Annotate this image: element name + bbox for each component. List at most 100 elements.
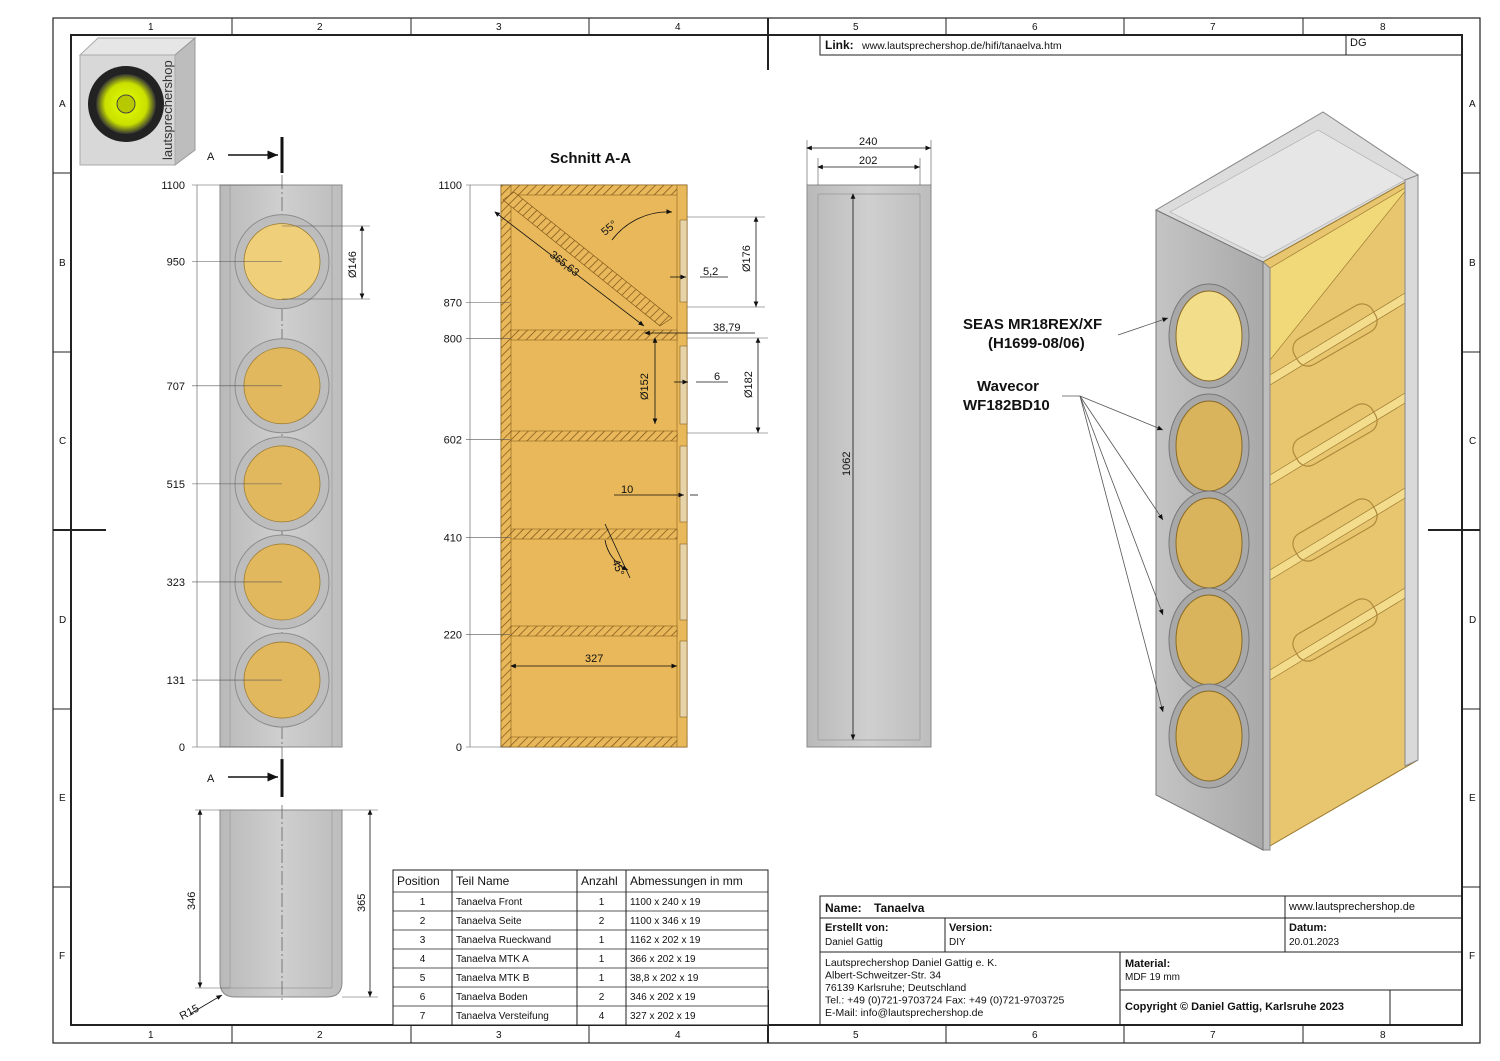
zone-col-label: 3 [496,22,502,33]
svg-text:Version:: Version: [949,922,992,934]
svg-text:(H1699-08/06): (H1699-08/06) [988,335,1085,352]
zone-col-label: 5 [853,22,859,33]
zone-row-label: A [1469,99,1476,110]
link-label: Link: [825,38,854,52]
zone-row-label: E [1469,793,1476,804]
svg-text:A: A [207,773,215,785]
svg-text:327: 327 [585,653,603,665]
zone-col-label: 4 [675,22,681,33]
section-level-label: 410 [444,533,462,545]
section-title: Schnitt A-A [550,150,631,167]
section-level-label: 220 [444,630,462,642]
zone-col-label: 3 [496,1030,502,1041]
svg-text:38,79: 38,79 [713,322,741,334]
copyright: Copyright © Daniel Gattig, Karlsruhe 202… [1125,1001,1344,1013]
svg-text:WF182BD10: WF182BD10 [963,397,1050,414]
table-cell: 1100 x 346 x 19 [630,916,701,927]
table-cell: 7 [420,1011,426,1022]
table-cell: Tanaelva Seite [456,916,522,927]
iso-driver-opening [1175,497,1243,589]
table-cell: 346 x 202 x 19 [630,992,696,1003]
table-header: Anzahl [581,874,618,888]
table-cell: 327 x 202 x 19 [630,1011,696,1022]
zone-row-label: A [59,99,66,110]
zone-col-label: 8 [1380,1030,1386,1041]
name-value: Tanaelva [874,901,925,915]
zone-col-label: 4 [675,1030,681,1041]
logo: lautsprechershop [78,36,197,166]
iso-view [1154,111,1419,851]
svg-text:DIY: DIY [949,937,966,948]
iso-driver-opening [1175,690,1243,782]
iso-driver-opening [1175,594,1243,686]
svg-text:10: 10 [621,484,633,496]
svg-text:Ø182: Ø182 [743,371,755,398]
logo-text: lautsprechershop [160,60,175,160]
table-cell: 2 [420,916,426,927]
table-cell: Tanaelva Boden [456,992,528,1003]
section-level-label: 800 [444,333,462,345]
zone-col-label: 8 [1380,22,1386,33]
address-line: Albert-Schweitzer-Str. 34 [825,970,941,982]
address-line: Lautsprechershop Daniel Gattig e. K. [825,957,997,969]
table-cell: 2 [599,916,605,927]
zone-col-label: 7 [1210,1030,1216,1041]
section-level-label: 870 [444,298,462,310]
link-box [819,34,1463,56]
table-cell: 5 [420,973,426,984]
table-cell: 1 [599,935,605,946]
name-label: Name: [825,901,862,915]
svg-text:MDF 19 mm: MDF 19 mm [1125,972,1180,983]
zone-col-label: 1 [148,1030,154,1041]
link-url[interactable]: www.lautsprechershop.de/hifi/tanaelva.ht… [861,40,1062,52]
section-marker-bottom: A [207,759,284,797]
dim-front-diameter: Ø146 [282,225,370,300]
back-view: 240 202 1062 [806,136,932,748]
svg-text:Ø152: Ø152 [639,373,651,400]
website: www.lautsprechershop.de [1288,901,1415,913]
table-cell: 1 [599,897,605,908]
zone-row-label: F [1469,951,1475,962]
svg-text:Daniel Gattig: Daniel Gattig [825,937,883,948]
level-label: 707 [167,381,185,393]
table-header: Teil Name [456,874,510,888]
table-cell: 1 [599,954,605,965]
iso-driver-opening [1175,400,1243,492]
table-cell: 4 [420,954,426,965]
table-cell: 4 [599,1011,605,1022]
table-cell: 1 [420,897,426,908]
zone-col-label: 5 [853,1030,859,1041]
svg-text:Erstellt von:: Erstellt von: [825,922,889,934]
table-cell: Tanaelva Versteifung [456,1011,549,1022]
svg-text:45°: 45° [609,558,626,578]
table-cell: 2 [599,992,605,1003]
level-label: 0 [179,742,185,754]
svg-text:A: A [207,151,215,163]
iso-label-wavecor: Wavecor WF182BD10 [963,378,1164,713]
svg-text:Ø176: Ø176 [741,245,753,272]
section-level-label: 602 [444,434,462,446]
svg-text:5,2: 5,2 [703,266,718,278]
svg-text:365: 365 [356,894,368,912]
svg-text:202: 202 [859,155,877,167]
zone-row-label: F [59,951,65,962]
table-cell: 3 [420,935,426,946]
svg-text:1062: 1062 [841,452,853,476]
title-block: Name: Tanaelva www.lautsprechershop.de E… [819,895,1463,1026]
table-cell: 366 x 202 x 19 [630,954,696,965]
svg-text:6: 6 [714,371,720,383]
zone-col-label: 6 [1032,22,1038,33]
zone-col-label: 2 [317,22,323,33]
zone-row-label: D [1469,615,1476,626]
table-header: Abmessungen in mm [630,874,743,888]
table-cell: Tanaelva Rueckwand [456,935,551,946]
zone-col-label: 6 [1032,1030,1038,1041]
table-cell: 1 [599,973,605,984]
table-cell: Tanaelva MTK B [456,973,530,984]
table-cell: 6 [420,992,426,1003]
iso-label-seas: SEAS MR18REX/XF (H1699-08/06) [963,316,1169,352]
bottom-view: 346 365 R15 [178,805,378,1023]
